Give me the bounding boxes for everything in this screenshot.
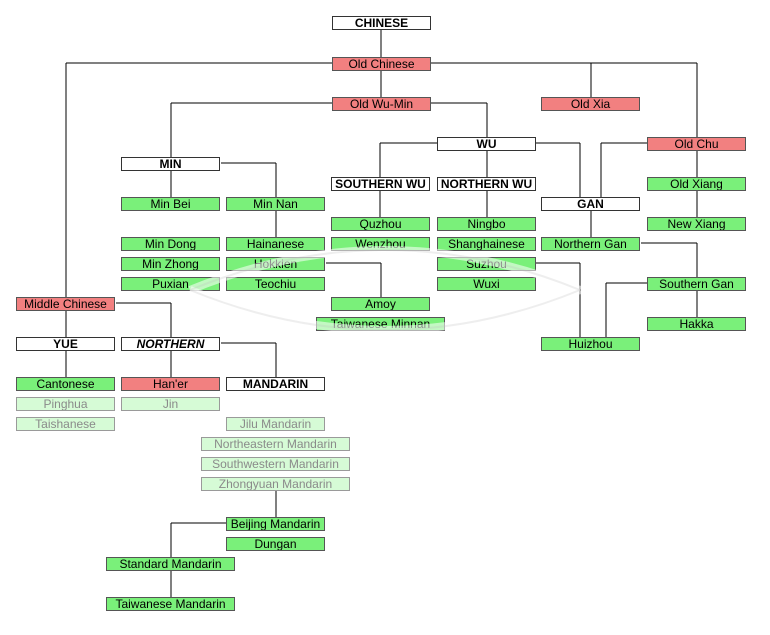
node-hokkien: Hokkien: [226, 257, 325, 271]
node-min-nan: Min Nan: [226, 197, 325, 211]
node-min-bei: Min Bei: [121, 197, 220, 211]
node-taiwanese-minnan: Taiwanese Minnan: [316, 317, 445, 331]
node-taishanese: Taishanese: [16, 417, 115, 431]
node-old-wu-min: Old Wu-Min: [332, 97, 431, 111]
node-southern-gan: Southern Gan: [647, 277, 746, 291]
node-suzhou: Suzhou: [437, 257, 536, 271]
node-gan: GAN: [541, 197, 640, 211]
node-middle-chinese: Middle Chinese: [16, 297, 115, 311]
node-min: MIN: [121, 157, 220, 171]
node-northern-gan: Northern Gan: [541, 237, 640, 251]
node-amoy: Amoy: [331, 297, 430, 311]
node-standard-mandarin: Standard Mandarin: [106, 557, 235, 571]
node-min-zhong: Min Zhong: [121, 257, 220, 271]
node-puxian: Puxian: [121, 277, 220, 291]
node-shanghainese: Shanghainese: [437, 237, 536, 251]
node-taiwanese-mandarin: Taiwanese Mandarin: [106, 597, 235, 611]
node-beijing-mandarin: Beijing Mandarin: [226, 517, 325, 531]
node-new-xiang: New Xiang: [647, 217, 746, 231]
node-cantonese: Cantonese: [16, 377, 115, 391]
node-northeastern-mandarin: Northeastern Mandarin: [201, 437, 350, 451]
node-old-chu: Old Chu: [647, 137, 746, 151]
node-hainanese: Hainanese: [226, 237, 325, 251]
node-jilu-mandarin: Jilu Mandarin: [226, 417, 325, 431]
node-yue: YUE: [16, 337, 115, 351]
node-hakka: Hakka: [647, 317, 746, 331]
node-chinese: CHINESE: [332, 16, 431, 30]
node-wu: WU: [437, 137, 536, 151]
node-huizhou: Huizhou: [541, 337, 640, 351]
node-wuxi: Wuxi: [437, 277, 536, 291]
node-old-xiang: Old Xiang: [647, 177, 746, 191]
node-jin: Jin: [121, 397, 220, 411]
node-min-dong: Min Dong: [121, 237, 220, 251]
node-old-xia: Old Xia: [541, 97, 640, 111]
node-teochiu: Teochiu: [226, 277, 325, 291]
node-haner: Han'er: [121, 377, 220, 391]
node-zhongyuan-mandarin: Zhongyuan Mandarin: [201, 477, 350, 491]
node-northern: NORTHERN: [121, 337, 220, 351]
node-northern-wu: NORTHERN WU: [437, 177, 536, 191]
node-old-chinese: Old Chinese: [332, 57, 431, 71]
node-pinghua: Pinghua: [16, 397, 115, 411]
node-ningbo: Ningbo: [437, 217, 536, 231]
node-southwestern-mandarin: Southwestern Mandarin: [201, 457, 350, 471]
node-dungan: Dungan: [226, 537, 325, 551]
node-mandarin: MANDARIN: [226, 377, 325, 391]
node-southern-wu: SOUTHERN WU: [331, 177, 430, 191]
node-wenzhou: Wenzhou: [331, 237, 430, 251]
node-quzhou: Quzhou: [331, 217, 430, 231]
